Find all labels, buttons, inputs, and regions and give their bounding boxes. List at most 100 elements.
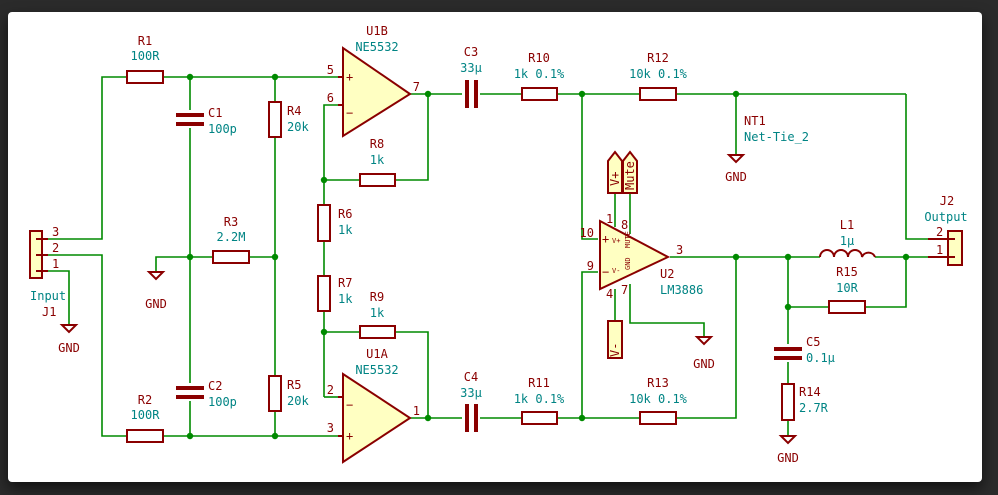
svg-text:U1A: U1A: [366, 347, 388, 361]
svg-text:Input: Input: [30, 289, 66, 303]
svg-text:R9: R9: [370, 290, 384, 304]
svg-text:100R: 100R: [131, 49, 161, 63]
resistor-r6: R6 1k: [317, 204, 353, 242]
junctions: [186, 73, 910, 440]
connector-j2: 2 1 J2 Output: [924, 194, 968, 266]
svg-text:0.1µ: 0.1µ: [806, 351, 835, 365]
svg-text:R14: R14: [799, 385, 821, 399]
svg-text:2.7R: 2.7R: [799, 401, 829, 415]
svg-text:33µ: 33µ: [460, 61, 482, 75]
svg-text:V-: V-: [612, 267, 620, 275]
svg-text:1: 1: [606, 212, 613, 226]
power-amp-u2: + − V+ V- MUTE GND 10 9 3 1 8 4 7 U2 LM3…: [580, 212, 704, 301]
svg-text:4: 4: [606, 287, 613, 301]
gnd-symbol-r3: GND: [145, 271, 167, 311]
svg-text:+: +: [602, 232, 609, 246]
resistor-r15: R15 10R: [828, 265, 866, 314]
svg-text:R10: R10: [528, 51, 550, 65]
svg-text:R11: R11: [528, 376, 550, 390]
svg-text:R7: R7: [338, 276, 352, 290]
svg-text:−: −: [602, 265, 609, 279]
svg-text:MUTE: MUTE: [624, 231, 632, 248]
svg-text:U2: U2: [660, 267, 674, 281]
svg-text:NE5532: NE5532: [355, 363, 398, 377]
svg-text:GND: GND: [725, 170, 747, 184]
svg-text:C3: C3: [464, 45, 478, 59]
svg-text:20k: 20k: [287, 394, 309, 408]
svg-text:10R: 10R: [836, 281, 858, 295]
svg-text:R3: R3: [224, 215, 238, 229]
gnd-symbol-r14: GND: [777, 435, 799, 465]
svg-text:2.2M: 2.2M: [217, 230, 246, 244]
svg-text:V-: V-: [608, 343, 622, 357]
svg-text:1k 0.1%: 1k 0.1%: [514, 392, 565, 406]
resistor-r4: R4 20k: [268, 101, 309, 138]
power-flag-vminus: V-: [607, 320, 623, 359]
svg-text:3: 3: [676, 243, 683, 257]
svg-text:J2: J2: [940, 194, 954, 208]
svg-text:GND: GND: [777, 451, 799, 465]
svg-text:R2: R2: [138, 393, 152, 407]
svg-text:20k: 20k: [287, 120, 309, 134]
svg-text:7: 7: [413, 80, 420, 94]
svg-text:10: 10: [580, 226, 594, 240]
svg-text:100R: 100R: [131, 408, 161, 422]
capacitor-c5: C5 0.1µ: [774, 335, 835, 365]
svg-text:3: 3: [52, 225, 59, 239]
opamp-u1b: + − 5 6 7 U1B NE5532: [327, 24, 420, 138]
gnd-symbol-u2: GND: [693, 336, 715, 371]
resistor-r3: R3 2.2M: [212, 215, 250, 264]
svg-text:7: 7: [621, 283, 628, 297]
resistor-r12: R12 10k 0.1%: [629, 51, 688, 101]
svg-text:10k 0.1%: 10k 0.1%: [629, 392, 688, 406]
svg-text:1k: 1k: [338, 223, 353, 237]
svg-text:L1: L1: [840, 218, 854, 232]
svg-text:3: 3: [327, 421, 334, 435]
svg-text:NT1: NT1: [744, 114, 766, 128]
svg-text:10k 0.1%: 10k 0.1%: [629, 67, 688, 81]
svg-text:1: 1: [936, 243, 943, 257]
resistor-r13: R13 10k 0.1%: [629, 376, 688, 425]
svg-text:1: 1: [52, 257, 59, 271]
svg-text:J1: J1: [42, 305, 56, 319]
svg-text:V+: V+: [608, 172, 622, 186]
svg-text:1k 0.1%: 1k 0.1%: [514, 67, 565, 81]
svg-text:R4: R4: [287, 104, 301, 118]
svg-text:33µ: 33µ: [460, 386, 482, 400]
gnd-symbol-j1: GND: [58, 324, 80, 355]
svg-text:+: +: [346, 429, 353, 443]
svg-text:Mute: Mute: [623, 161, 637, 190]
svg-text:1k: 1k: [370, 306, 385, 320]
wires: [48, 76, 928, 437]
capacitor-c3: C3 33µ: [460, 45, 482, 108]
resistor-r9: R9 1k: [359, 290, 396, 339]
svg-text:R12: R12: [647, 51, 669, 65]
svg-text:2: 2: [327, 383, 334, 397]
svg-text:C4: C4: [464, 370, 478, 384]
svg-text:−: −: [346, 398, 353, 412]
resistor-r5: R5 20k: [268, 375, 309, 412]
schematic-diagram: R1 100R R2 100R R3 2.2M R4 20k R5 20k R6…: [29, 24, 968, 465]
resistor-r1: R1 100R: [126, 34, 164, 84]
inductor-l1: L1 1µ: [819, 218, 876, 258]
connector-j1: 3 2 1 Input J1: [29, 225, 66, 319]
resistor-r10: R10 1k 0.1%: [514, 51, 565, 101]
svg-text:NE5532: NE5532: [355, 40, 398, 54]
resistor-r2: R2 100R: [126, 393, 164, 443]
svg-text:C2: C2: [208, 379, 222, 393]
svg-text:GND: GND: [624, 257, 632, 270]
svg-text:6: 6: [327, 91, 334, 105]
gnd-symbol-nt1: GND: [725, 154, 747, 184]
svg-text:1: 1: [413, 404, 420, 418]
resistor-r8: R8 1k: [359, 137, 396, 187]
svg-text:GND: GND: [145, 297, 167, 311]
svg-text:5: 5: [327, 63, 334, 77]
resistor-r14: R14 2.7R: [781, 383, 829, 421]
svg-text:R1: R1: [138, 34, 152, 48]
schematic-sheet: R1 100R R2 100R R3 2.2M R4 20k R5 20k R6…: [8, 12, 982, 482]
svg-text:R8: R8: [370, 137, 384, 151]
svg-text:GND: GND: [58, 341, 80, 355]
capacitor-c2: C2 100p: [176, 379, 237, 409]
svg-text:100p: 100p: [208, 122, 237, 136]
power-flag-vplus: V+: [607, 150, 623, 194]
